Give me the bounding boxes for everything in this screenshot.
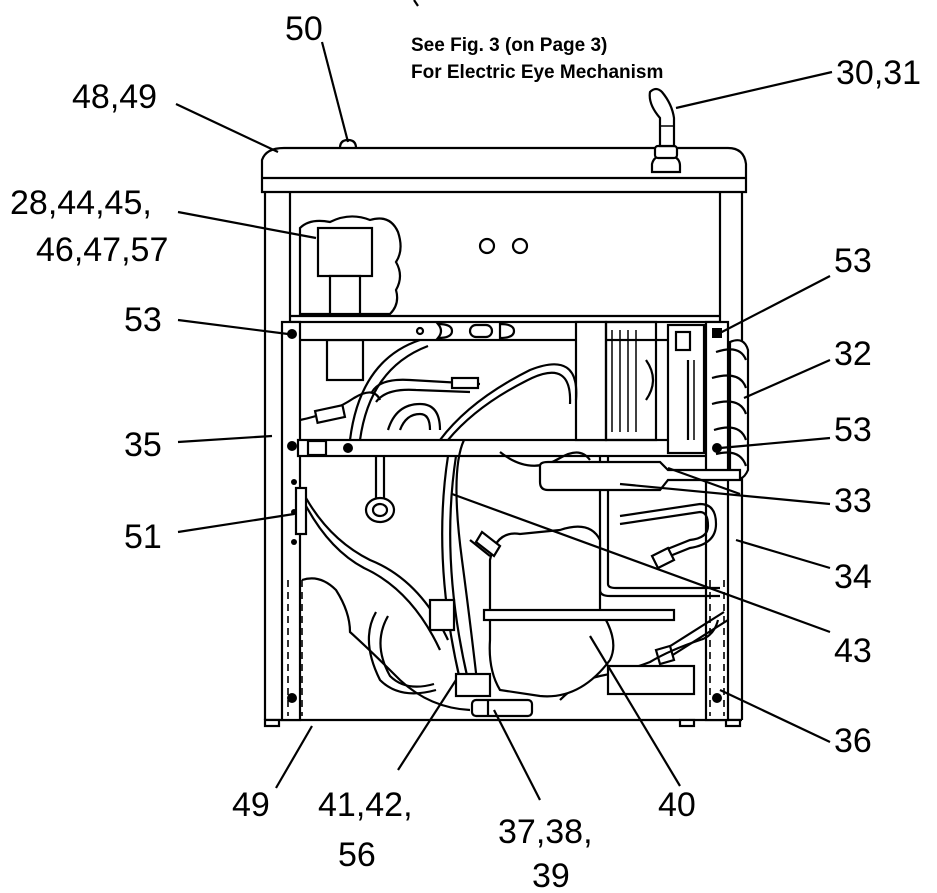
leader-40 <box>589 635 681 787</box>
compressor <box>469 525 696 718</box>
cabinet-body <box>260 138 748 728</box>
panel-hole-right <box>511 237 529 255</box>
callout-37-line-1: 37,38, <box>498 813 593 851</box>
leader-53-left <box>177 318 289 336</box>
leader-48-49 <box>175 103 279 153</box>
callout-33: 33 <box>834 482 872 520</box>
callout-53-left: 53 <box>124 301 162 339</box>
upper-panel <box>298 215 529 382</box>
note-line-2: For Electric Eye Mechanism <box>411 62 663 83</box>
callout-28-line-1: 28,44,45, <box>10 184 152 222</box>
callout-51: 51 <box>124 518 162 556</box>
top-cap <box>260 146 748 194</box>
leader-53-mid-right <box>719 436 831 450</box>
leader-43 <box>451 492 831 634</box>
callout-53-mid-right: 53 <box>834 411 872 449</box>
callout-49: 49 <box>232 786 270 824</box>
panel-hole-left <box>478 237 496 255</box>
solenoid-valve <box>316 226 374 278</box>
callout-32: 32 <box>834 335 872 373</box>
callout-50: 50 <box>285 10 323 48</box>
leader-lines <box>175 0 833 801</box>
screw-53-left <box>287 329 297 339</box>
leader-35 <box>177 434 273 444</box>
callout-28-line-2: 46,47,57 <box>36 231 168 269</box>
screw-53-top-right <box>712 328 722 338</box>
evaporator-tank <box>538 460 742 496</box>
leader-49 <box>275 725 313 789</box>
leader-51 <box>177 512 295 534</box>
leader-53-top-right <box>717 275 831 335</box>
leader-note <box>413 0 419 7</box>
control-box <box>666 323 750 480</box>
callout-43: 43 <box>834 632 872 670</box>
leader-32 <box>743 358 831 400</box>
leader-30-31 <box>675 70 833 110</box>
callout-37-line-2: 39 <box>532 857 570 893</box>
callout-41-line-1: 41,42, <box>318 786 413 824</box>
callout-40: 40 <box>658 786 696 824</box>
leader-37 <box>493 709 541 801</box>
left-rail <box>280 320 303 722</box>
relay-overload <box>367 598 492 698</box>
callout-41-line-2: 56 <box>338 836 376 874</box>
leader-50 <box>320 41 350 143</box>
callout-35: 35 <box>124 426 162 464</box>
louvered-grille <box>728 339 750 480</box>
callout-34: 34 <box>834 558 872 596</box>
screw-53-mid-right <box>712 443 722 453</box>
callout-48-49: 48,49 <box>72 78 157 116</box>
leader-41 <box>397 679 457 771</box>
fan-assembly <box>574 320 658 442</box>
leader-36 <box>719 689 831 743</box>
bubbler <box>648 87 682 174</box>
callout-53-top-right: 53 <box>834 242 872 280</box>
serial-plate <box>606 664 696 696</box>
leader-34 <box>735 538 831 570</box>
lower-brace <box>296 438 722 458</box>
leader-28 <box>177 210 317 240</box>
callout-30-31: 30,31 <box>836 54 921 92</box>
leader-33 <box>619 482 831 506</box>
compressor-foot <box>470 698 534 718</box>
compressor-band <box>482 608 676 622</box>
callout-36: 36 <box>834 722 872 760</box>
note-line-1: See Fig. 3 (on Page 3) <box>411 35 607 56</box>
